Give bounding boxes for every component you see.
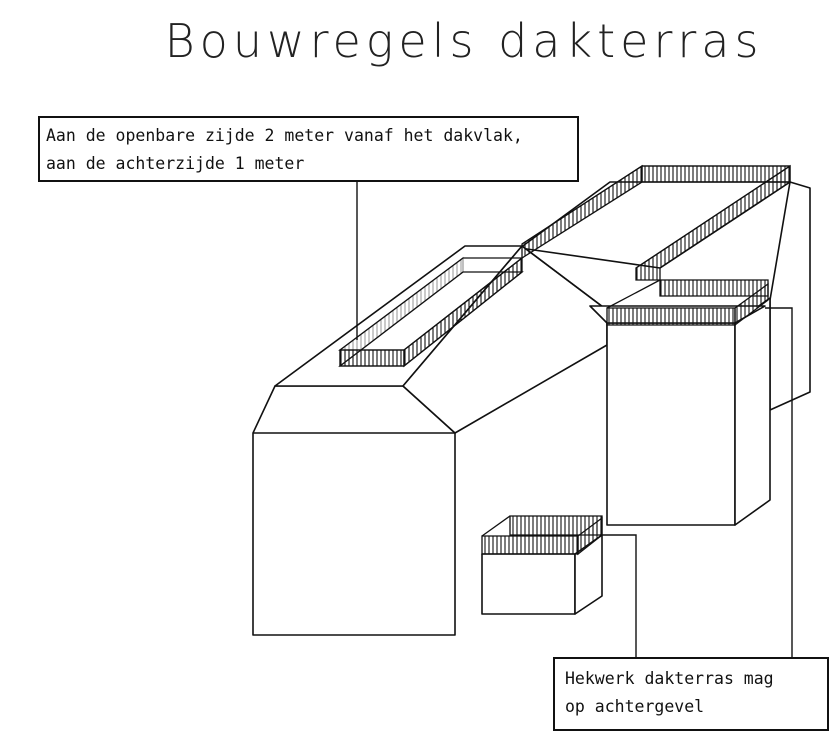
railing-small-block xyxy=(481,515,603,556)
callout-railing-rule: Hekwerk dakterras mag op achtergevel xyxy=(553,657,829,731)
callout-railing-line-1: Hekwerk dakterras mag xyxy=(565,669,774,688)
railing-main-roof xyxy=(338,256,524,368)
railing-back-wing xyxy=(521,164,791,281)
callout-setback-rule: Aan de openbare zijde 2 meter vanaf het … xyxy=(38,116,579,182)
leader-small-block xyxy=(600,534,637,658)
right-block xyxy=(589,297,771,526)
leader-lines xyxy=(356,182,793,658)
railing-right-block xyxy=(606,279,769,327)
railings xyxy=(338,164,791,556)
diagram-title: Bouwregels dakterras xyxy=(164,14,764,68)
callout-setback-line-2: aan de achterzijde 1 meter xyxy=(46,154,305,173)
callout-railing-line-2: op achtergevel xyxy=(565,697,705,716)
main-building xyxy=(252,245,608,636)
leader-right-block xyxy=(765,307,793,658)
callout-setback-line-1: Aan de openbare zijde 2 meter vanaf het … xyxy=(46,126,523,145)
small-block xyxy=(481,534,603,615)
